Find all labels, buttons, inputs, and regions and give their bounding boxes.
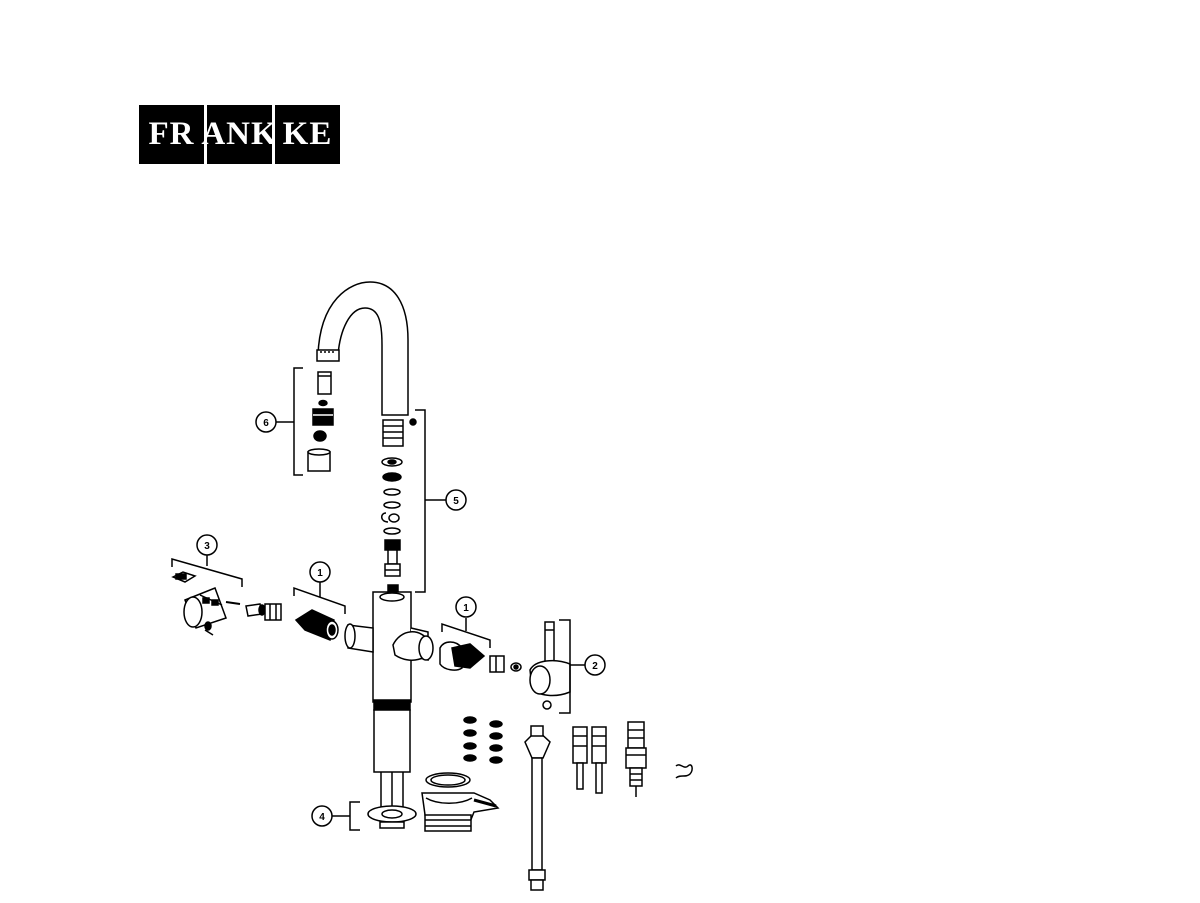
springs	[675, 764, 693, 779]
logo-segment-2: ANK	[201, 105, 277, 164]
tap-body	[344, 591, 434, 828]
callout-5: 5	[445, 489, 467, 511]
callout-6: 6	[255, 411, 277, 433]
mounting-plate-group	[332, 801, 417, 831]
callout-label: 1	[463, 603, 469, 614]
aerator-group	[276, 367, 334, 476]
callout-3: 3	[196, 534, 218, 556]
callout-label: 2	[592, 661, 598, 672]
left-cartridge-group	[293, 582, 346, 642]
logo-segment-1: FR	[139, 105, 204, 164]
spout	[316, 281, 409, 416]
callout-label: 3	[204, 541, 210, 552]
hose-fitting-group	[381, 409, 446, 593]
right-handle-group	[529, 619, 585, 714]
basin-nut	[421, 772, 500, 832]
right-cartridge-group	[439, 618, 522, 673]
callout-label: 6	[263, 418, 269, 429]
logo-segment-3: KE	[275, 105, 340, 164]
callout-label: 4	[319, 812, 325, 823]
callout-label: 5	[453, 496, 459, 507]
callout-2: 2	[584, 654, 606, 676]
callout-1-right: 1	[455, 596, 477, 618]
callout-4: 4	[311, 805, 333, 827]
callout-1-left: 1	[309, 561, 331, 583]
hose-connectors	[572, 721, 647, 797]
flex-hose	[524, 725, 551, 891]
screw-set	[463, 716, 503, 764]
franke-logo: FR ANK KE	[139, 105, 340, 164]
left-handle-group	[171, 555, 282, 636]
callout-label: 1	[317, 568, 323, 579]
